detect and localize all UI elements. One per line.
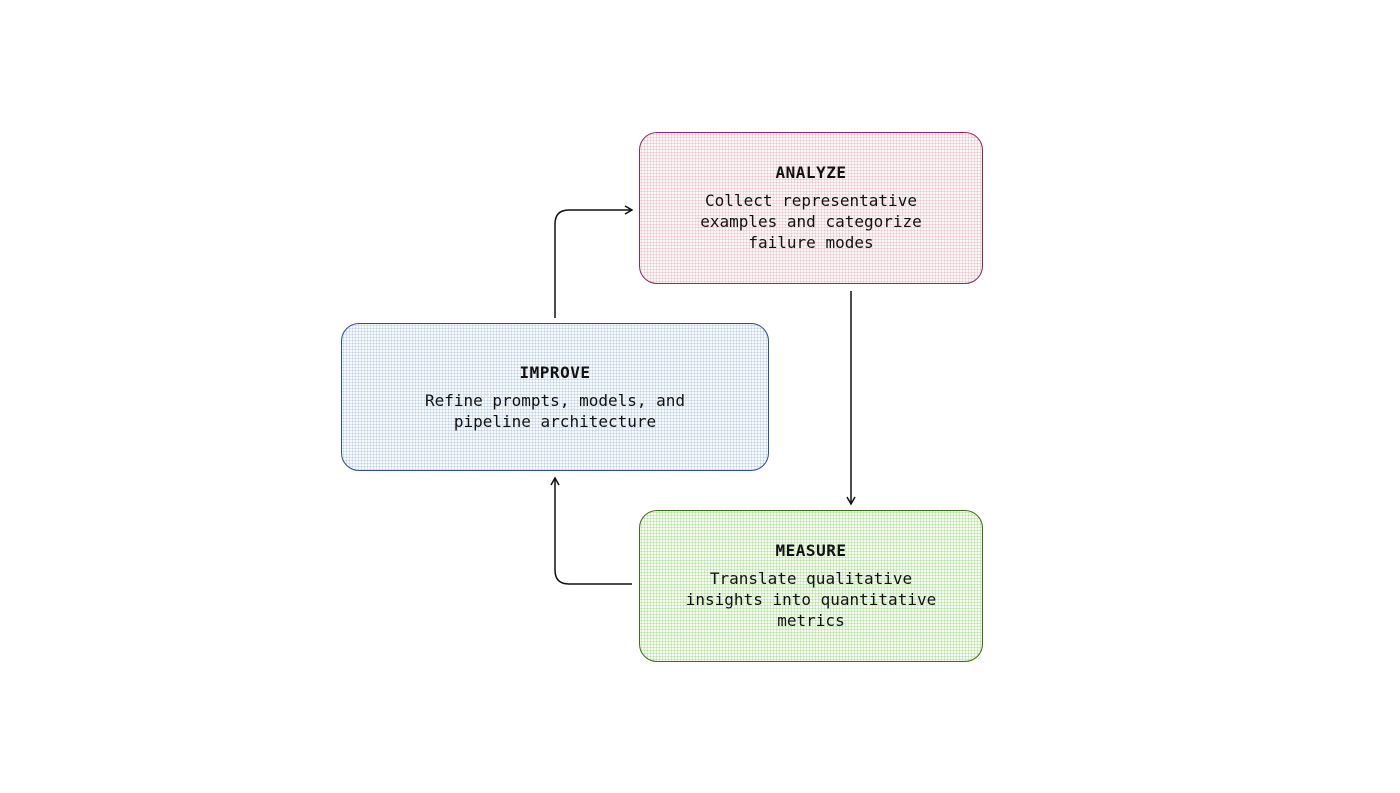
measure-node: MEASURE Translate qualitative insights i…: [639, 510, 983, 662]
analyze-node: ANALYZE Collect representative examples …: [639, 132, 983, 284]
arrow-improve-to-analyze: [554, 205, 634, 318]
measure-title: MEASURE: [775, 541, 847, 560]
improve-node: IMPROVE Refine prompts, models, and pipe…: [341, 323, 769, 471]
improve-title: IMPROVE: [519, 362, 591, 382]
measure-description: Translate qualitative insights into quan…: [685, 569, 937, 630]
analyze-title: ANALYZE: [775, 163, 847, 182]
improve-description: Refine prompts, models, and pipeline arc…: [424, 390, 686, 431]
arrow-measure-to-improve: [550, 476, 632, 585]
analyze-description: Collect representative examples and cate…: [700, 191, 922, 252]
